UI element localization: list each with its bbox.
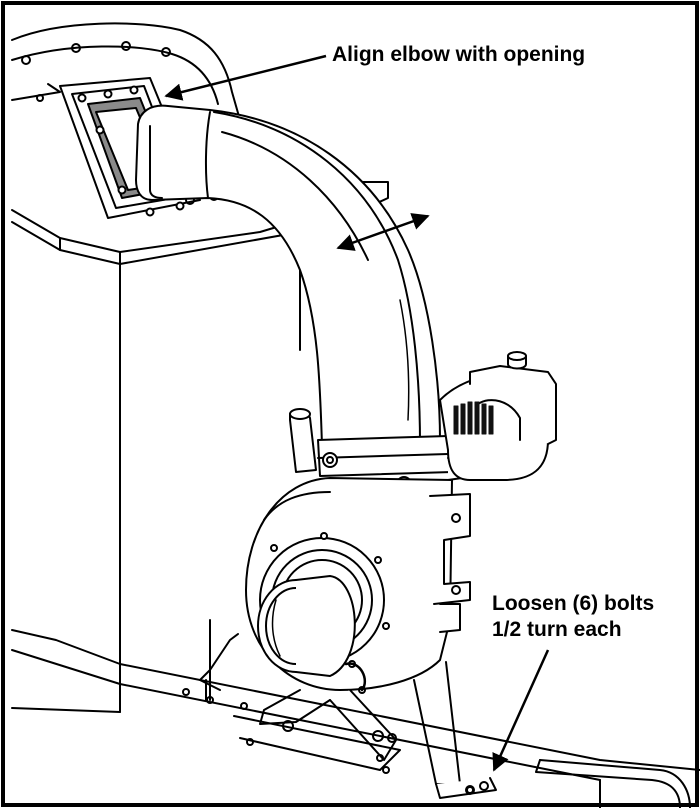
callout-loosen-bolts-line1: Loosen (6) bolts <box>492 592 655 615</box>
pipe-stub <box>289 408 317 473</box>
intake-tube <box>257 575 356 677</box>
callout-loosen-bolts-line2: 1/2 turn each <box>492 618 622 641</box>
arrow-align-elbow <box>164 54 327 101</box>
callout-loosen-bolts: Loosen (6) bolts 1/2 turn each <box>492 591 654 643</box>
arrow-loosen-bolts <box>492 649 550 772</box>
engine-motor <box>439 351 557 481</box>
support-leg-right <box>413 661 497 799</box>
mounting-bracket-right <box>429 493 471 633</box>
engine-vent-grille <box>453 401 494 435</box>
callout-align-elbow-text: Align elbow with opening <box>332 43 586 66</box>
arrow-elbow-adjust <box>336 213 430 251</box>
hose-clip <box>344 662 367 694</box>
callout-align-elbow: Align elbow with opening <box>332 42 585 68</box>
